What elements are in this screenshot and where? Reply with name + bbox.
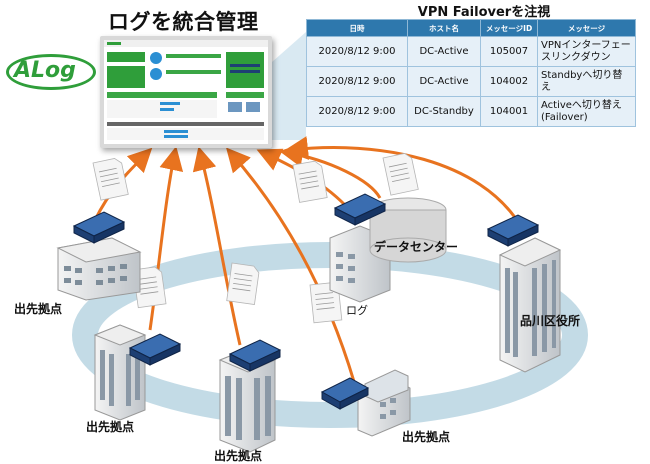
- cell-datetime: 2020/8/12 9:00: [306, 36, 408, 67]
- page-title: ログを統合管理: [108, 10, 259, 34]
- label-branch-topleft: 出先拠点: [14, 302, 63, 316]
- cell-datetime: 2020/8/12 9:00: [306, 66, 408, 97]
- arrow-ward: [284, 136, 522, 226]
- log-documents: [92, 153, 419, 324]
- branch-building-topleft: [56, 237, 142, 301]
- arrow-branch-3: [192, 146, 242, 346]
- label-datacenter: データセンター: [374, 240, 459, 254]
- table-row: 2020/8/12 9:00 DC-Active 105007 VPNインターフ…: [306, 36, 636, 67]
- label-ward-office: 品川区役所: [520, 314, 581, 328]
- alog-logo-text: ALog: [14, 58, 76, 83]
- col-hostname: ホスト名: [407, 19, 481, 37]
- router-icon: [228, 339, 282, 372]
- cell-hostname: DC-Active: [407, 66, 481, 97]
- cell-hostname: DC-Standby: [407, 96, 481, 127]
- cell-hostname: DC-Active: [407, 36, 481, 67]
- table-title: VPN Failoverを注視: [417, 5, 551, 20]
- cell-message: Activeへ切り替え(Failover): [537, 96, 636, 127]
- branch-building-left: [93, 324, 147, 421]
- arrow-branch-4: [226, 147, 357, 386]
- cell-message-id: 104002: [480, 66, 538, 97]
- col-message: メッセージ: [537, 19, 636, 37]
- col-datetime: 日時: [306, 19, 408, 37]
- router-icon: [333, 193, 387, 226]
- alog-logo: [6, 54, 96, 90]
- datacenter-building: [329, 197, 447, 303]
- label-branch-center: 出先拠点: [214, 449, 263, 463]
- cell-message: Standbyへ切り替え: [537, 66, 636, 97]
- ward-office-building: [498, 237, 562, 373]
- cell-message-id: 104001: [480, 96, 538, 127]
- table-row: 2020/8/12 9:00 DC-Active 104002 Standbyへ…: [306, 66, 636, 97]
- dashboard-screen: [100, 36, 272, 148]
- label-log: ログ: [346, 304, 368, 317]
- callout-shape: [272, 32, 306, 140]
- router-icon: [320, 377, 370, 410]
- dashboard-mockup: [104, 40, 268, 140]
- table-header-row: 日時 ホスト名 メッセージID メッセージ: [306, 19, 636, 37]
- router-icon: [72, 211, 126, 244]
- cell-message: VPNインターフェースリンクダウン: [537, 36, 636, 67]
- col-message-id: メッセージID: [480, 19, 538, 37]
- table-row: 2020/8/12 9:00 DC-Standby 104001 Activeへ…: [306, 96, 636, 127]
- label-branch-left: 出先拠点: [86, 420, 135, 434]
- router-icon: [486, 214, 540, 247]
- cell-message-id: 105007: [480, 36, 538, 67]
- event-table: 日時 ホスト名 メッセージID メッセージ 2020/8/12 9:00 DC-…: [306, 19, 636, 127]
- label-branch-right: 出先拠点: [402, 430, 451, 444]
- branch-building-right: [357, 369, 411, 437]
- router-icon: [128, 333, 182, 366]
- cell-datetime: 2020/8/12 9:00: [306, 96, 408, 127]
